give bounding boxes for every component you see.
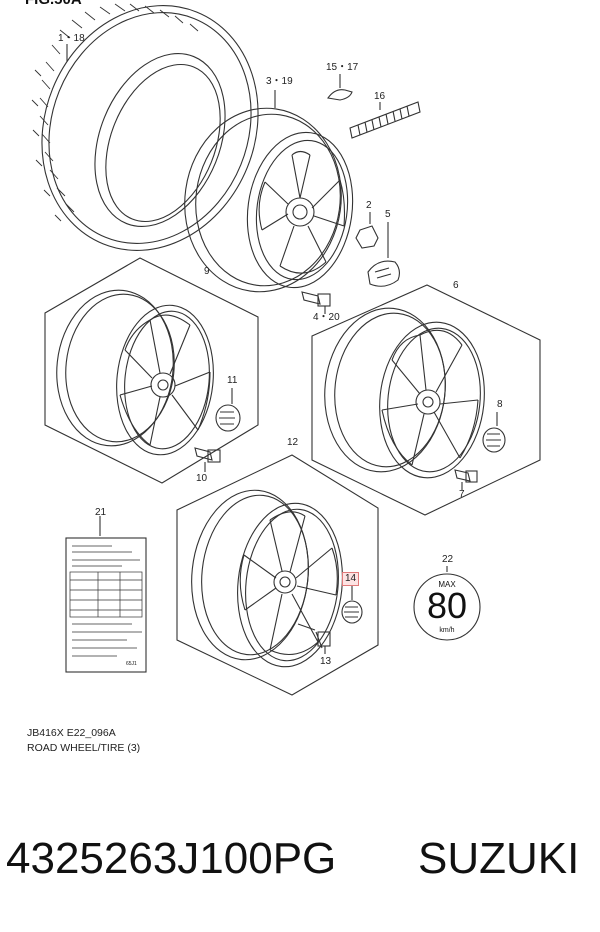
callout-1-18: 1・18	[58, 33, 85, 44]
speed-sign-value: 80	[426, 585, 468, 626]
center-cap-8	[482, 427, 506, 453]
center-cap-11	[215, 404, 241, 432]
speed-sign-unit: km/h	[439, 627, 455, 634]
diagram-drawing	[31, 3, 541, 696]
brand-name: SUZUKI	[418, 834, 580, 883]
center-cap	[367, 260, 401, 287]
figure-label: FIG.50A	[25, 0, 82, 8]
callout-21: 21	[95, 507, 107, 518]
callout-15-17: 15・17	[326, 62, 359, 73]
callout-14-highlighted[interactable]: 14	[342, 572, 360, 586]
tire	[31, 3, 259, 251]
callout-9: 9	[204, 266, 210, 277]
callout-22: 22	[442, 554, 454, 565]
wheel-9	[56, 289, 214, 456]
callout-8: 8	[497, 399, 503, 410]
valve-stem-13	[297, 623, 331, 649]
diagram-title: ROAD WHEEL/TIRE (3)	[27, 742, 141, 754]
callout-10: 10	[196, 473, 208, 484]
wheel-6	[324, 307, 485, 479]
center-cap-14	[341, 600, 363, 624]
part-number: 4325263J100PG	[6, 834, 337, 883]
callout-2: 2	[366, 200, 372, 211]
valve-part	[327, 89, 353, 101]
callout-3-19: 3・19	[266, 76, 293, 87]
wheel-nut	[355, 225, 379, 249]
wheel-12	[191, 489, 343, 668]
speed-sign-top: MAX	[438, 580, 456, 589]
callout-4-20: 4・20	[313, 312, 340, 323]
callout-7: 7	[459, 489, 465, 500]
tire-pressure-label	[65, 516, 147, 673]
valve-stem-7	[454, 469, 478, 483]
callout-16: 16	[374, 91, 386, 102]
callout-12: 12	[287, 437, 299, 448]
valve-stem-10	[194, 447, 221, 463]
callout-6: 6	[453, 280, 459, 291]
balance-weight-strip	[349, 101, 421, 139]
valve-stem-4	[301, 291, 331, 307]
label-code: 65J1	[126, 661, 137, 667]
callout-11: 11	[227, 375, 238, 386]
diagram-code: JB416X E22_096A	[27, 727, 116, 739]
parts-diagram: FIG.50A	[25, 0, 541, 754]
footer-band	[0, 775, 600, 932]
callout-5: 5	[385, 209, 391, 220]
speed-limit-sign	[413, 573, 481, 641]
wheel-main	[184, 107, 354, 293]
callout-13: 13	[320, 656, 332, 667]
